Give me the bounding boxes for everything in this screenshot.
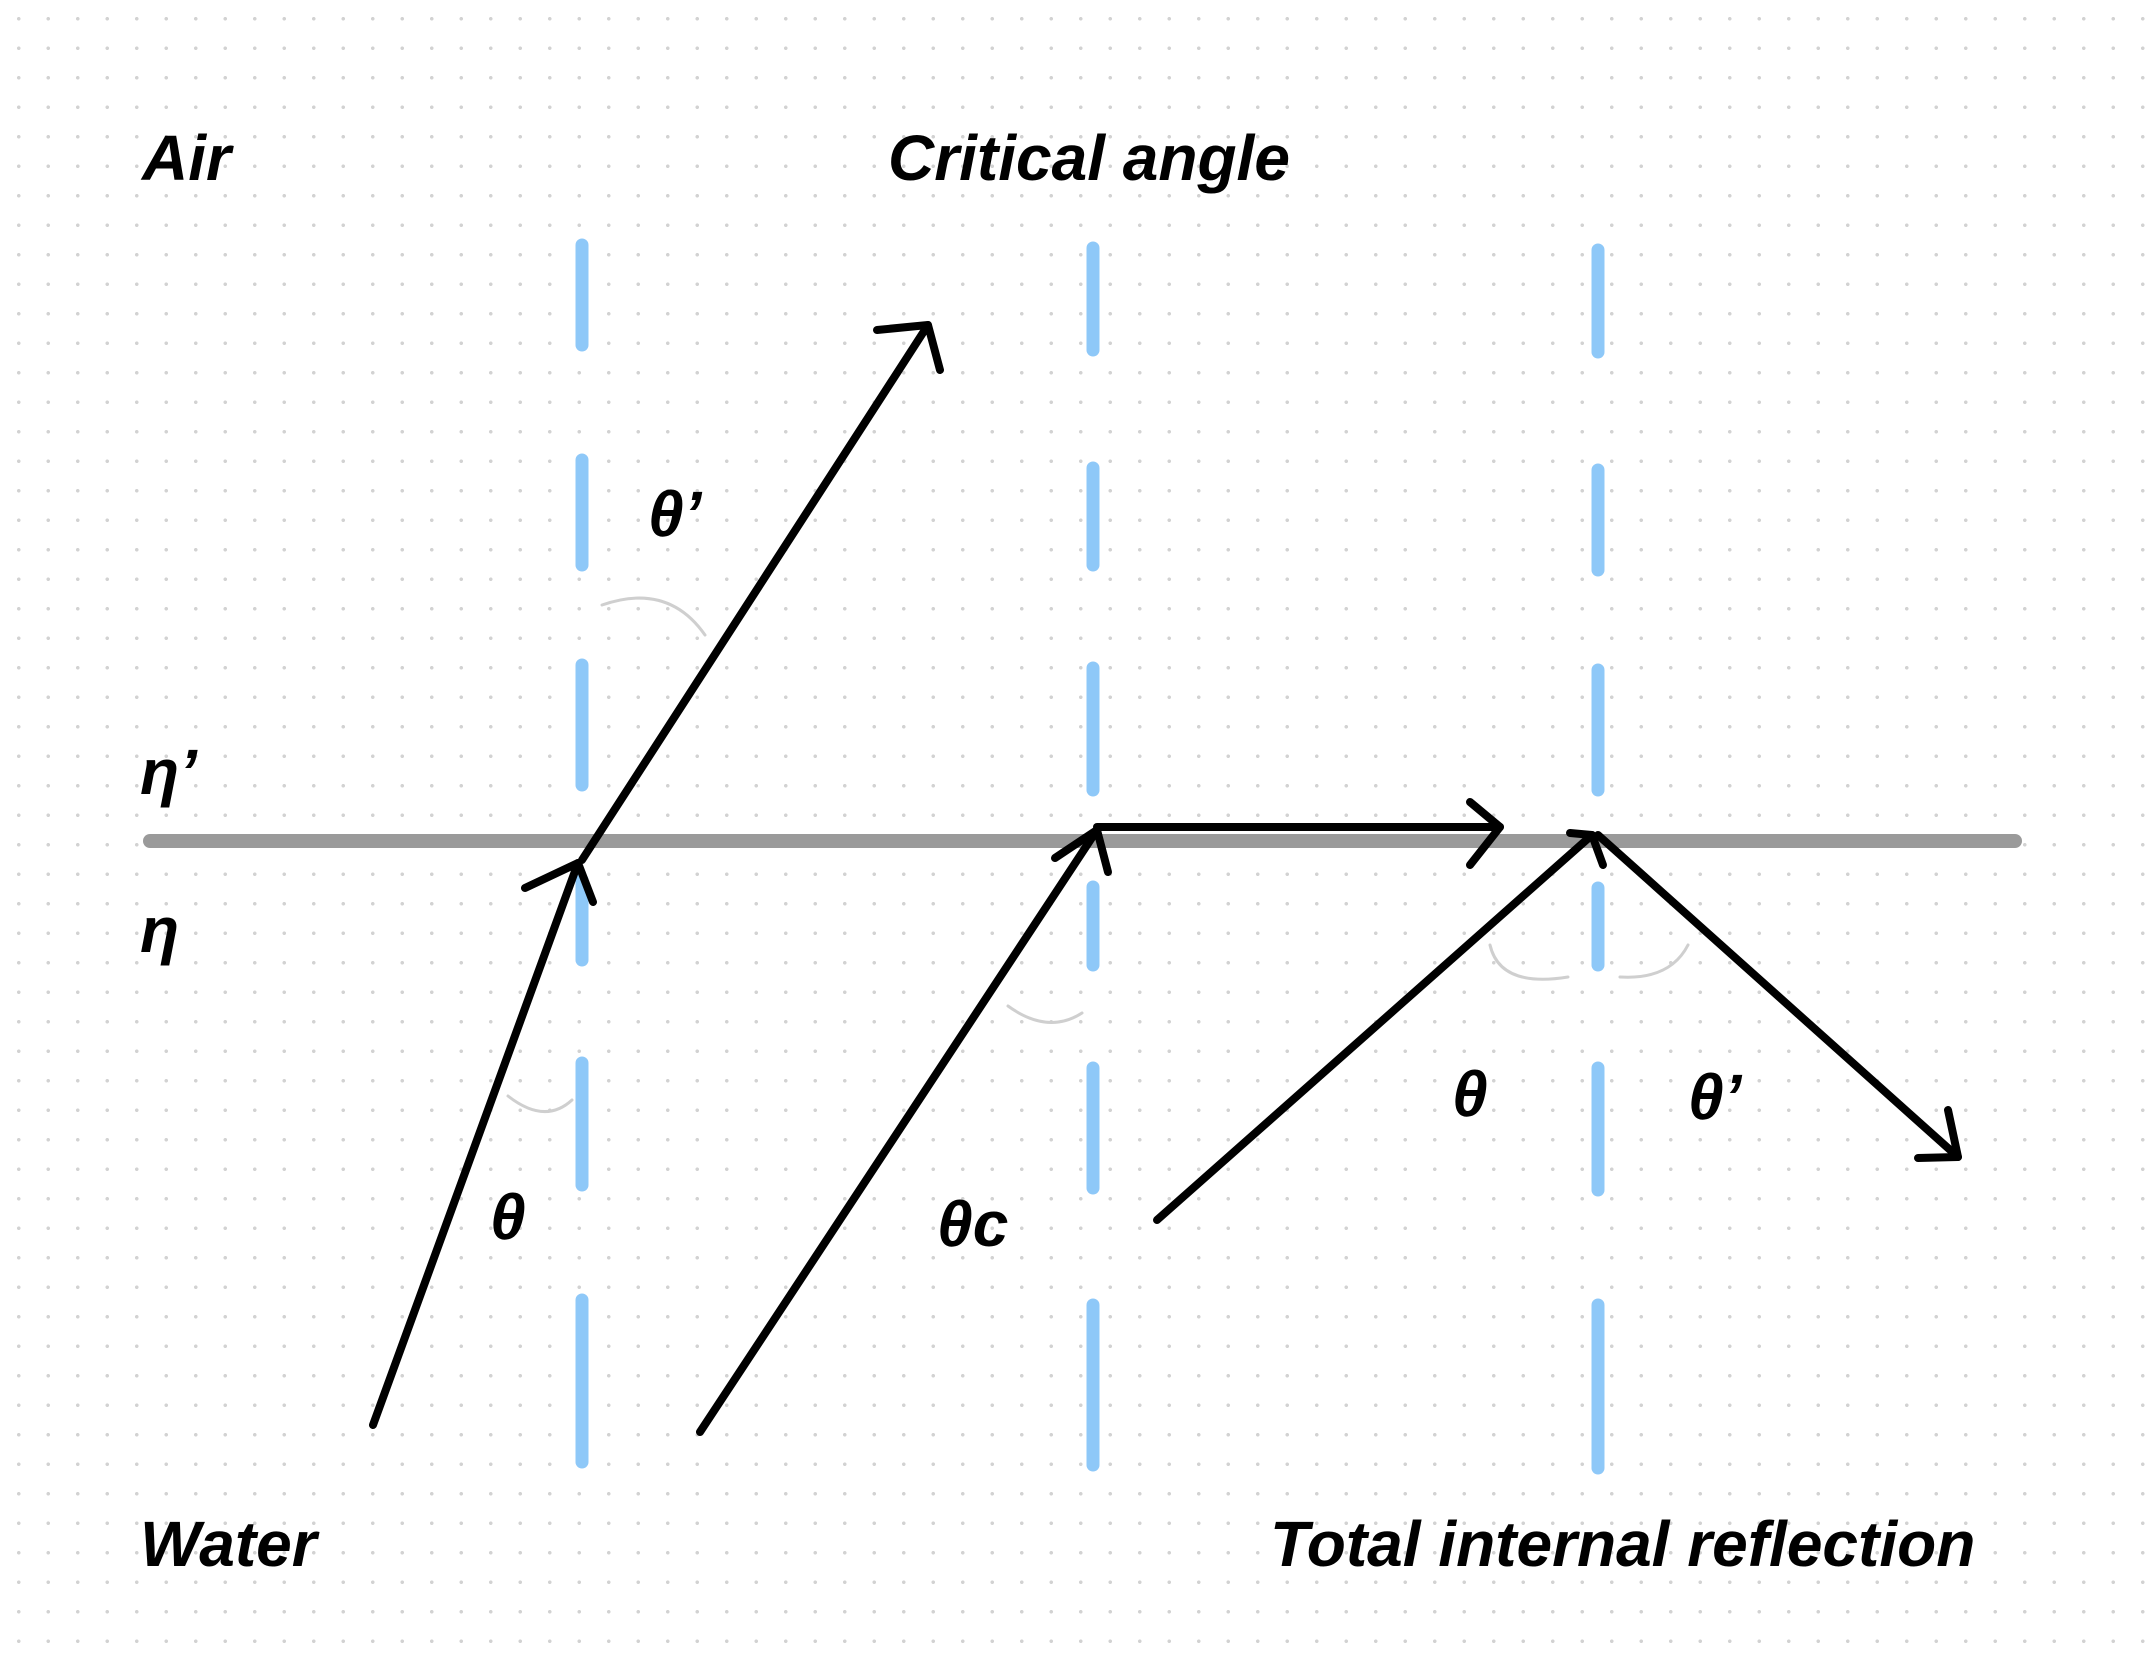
water-label: Water xyxy=(140,1508,317,1580)
eta-prime-label: η’ xyxy=(140,736,197,808)
arrowhead-refracted xyxy=(873,321,944,374)
air-label: Air xyxy=(142,122,231,194)
angle-arc-incident-1 xyxy=(506,1094,574,1114)
total-internal-reflection-title: Total internal reflection xyxy=(1270,1508,1976,1580)
angle-arc-reflected xyxy=(1618,943,1690,979)
theta-c-label: θc xyxy=(937,1188,1009,1260)
angle-arc-refracted xyxy=(600,596,707,637)
incident-ray-1 xyxy=(369,859,582,1429)
arrowhead-incident-1 xyxy=(521,859,597,906)
refracted-ray xyxy=(578,321,932,864)
arrowhead-reflected xyxy=(1914,1106,1962,1162)
eta-label: η xyxy=(140,894,180,966)
theta-incident-1-label: θ xyxy=(490,1181,526,1253)
arrowhead-grazing xyxy=(1466,798,1504,869)
theta-incident-3-label: θ xyxy=(1452,1058,1488,1130)
theta-prime-reflected-label: θ’ xyxy=(1688,1061,1742,1133)
incident-ray-critical xyxy=(696,826,1101,1436)
theta-prime-refracted-label: θ’ xyxy=(648,478,702,550)
reflected-ray xyxy=(1594,831,1962,1161)
angle-arc-critical xyxy=(1006,1004,1084,1024)
arrowhead-incident-tir xyxy=(1566,829,1607,869)
critical-angle-title: Critical angle xyxy=(888,122,1290,194)
angle-arc-incident-3 xyxy=(1488,943,1570,981)
incident-ray-tir xyxy=(1153,831,1596,1224)
